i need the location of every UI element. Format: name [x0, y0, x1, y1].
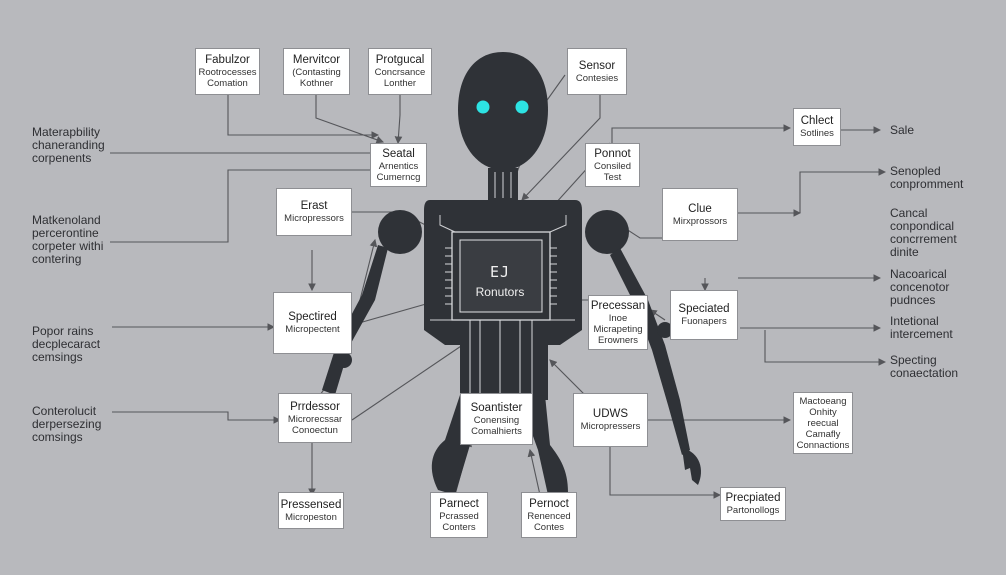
side-label-right-2: Cancal conpondical concrrement dinite	[890, 206, 957, 259]
box-sensor: Sensor Contesies	[567, 48, 627, 95]
side-label-left-3: Popor rains decplecaract cemsings	[32, 324, 101, 364]
box-clue: Clue Mirxprossors	[662, 188, 738, 241]
box-mervitcor: Mervitcor (Contasting Kothner	[283, 48, 350, 95]
box-chlect: Chlect Sotlines	[793, 108, 841, 146]
side-label-left-4: Conterolucit derpersezing comsings	[32, 404, 102, 444]
box-mactoeang: Mactoeang Onhity reecual Camafly Connact…	[793, 392, 853, 454]
side-label-left-1: Materapbility chaneranding corpenents	[32, 125, 105, 165]
side-label-right-sale: Sale	[890, 123, 915, 137]
box-erast: Erast Micropressors	[276, 188, 352, 236]
side-label-left-2: Matkenoland percerontine corpeter withi …	[32, 213, 104, 266]
box-protgucal: Protgucal Concrsance Lonther	[368, 48, 432, 95]
box-udws: UDWS Micropressers	[573, 393, 648, 447]
chip-label: EJ Ronutors	[460, 246, 540, 316]
box-pernoct: Pernoct Renenced Contes	[521, 492, 577, 538]
chip-title: Ronutors	[475, 285, 525, 299]
box-speciated: Speciated Fuonapers	[670, 290, 738, 340]
side-label-right-5: Specting conaectation	[890, 353, 959, 380]
box-seatal: Seatal Arnentics Cumerncg	[370, 143, 427, 187]
box-precpiated: Precpiated Partonollogs	[720, 487, 786, 521]
side-label-right-1: Senopled conpromment	[890, 164, 964, 191]
box-prrdessor: Prrdessor Microrecssar Conoectun	[278, 393, 352, 443]
box-precessan: Precessan Inoe Micrapeting Erowners	[588, 295, 648, 350]
box-soantister: Soantister Conensing Comalhierts	[460, 393, 533, 445]
box-spectired: Spectired Micropectent	[273, 292, 352, 354]
side-label-right-4: Intetional intercement	[890, 314, 953, 341]
box-pressensed: Pressensed Micropeston	[278, 492, 344, 529]
box-ponnot: Ponnot Consiled Test	[585, 143, 640, 187]
side-label-right-3: Nacoarical concenotor pudnces	[890, 267, 950, 307]
chip-glyph: EJ	[489, 263, 511, 281]
box-fabulzor: Fabulzor Rootrocesses Comation	[195, 48, 260, 95]
box-parnect: Parnect Pcrassed Conters	[430, 492, 488, 538]
